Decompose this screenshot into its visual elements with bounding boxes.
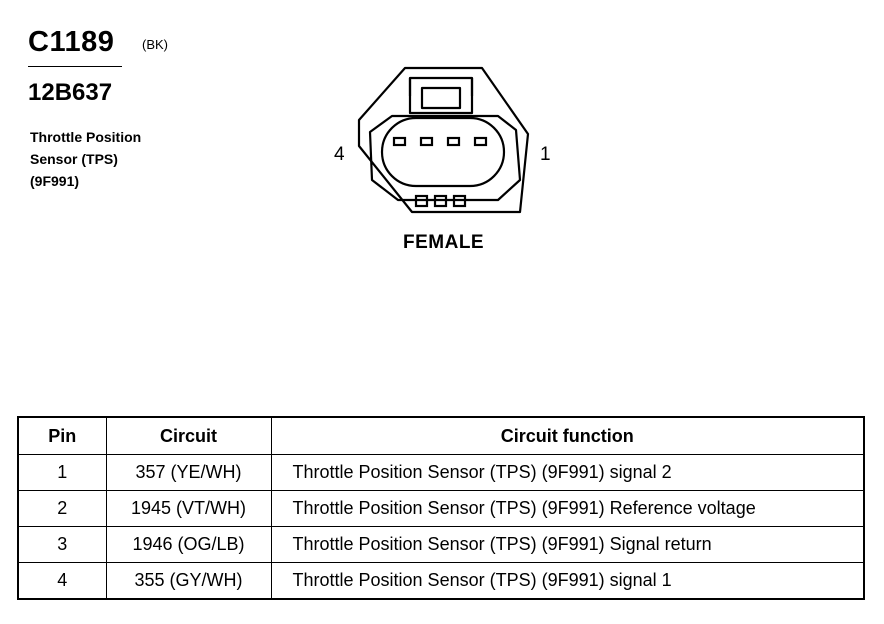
table-row: 2 1945 (VT/WH) Throttle Position Sensor … bbox=[17, 490, 865, 527]
header-function: Circuit function bbox=[270, 416, 865, 455]
connector-face-diagram bbox=[357, 66, 530, 214]
function-cell: Throttle Position Sensor (TPS) (9F991) S… bbox=[270, 526, 865, 563]
description-line: Throttle Position bbox=[30, 129, 142, 145]
circuit-cell: 1945 (VT/WH) bbox=[105, 490, 272, 527]
locking-tab-inner bbox=[420, 86, 462, 110]
table-header-row: Pin Circuit Circuit function bbox=[17, 416, 865, 455]
table-row: 4 355 (GY/WH) Throttle Position Sensor (… bbox=[17, 562, 865, 600]
function-cell: Throttle Position Sensor (TPS) (9F991) s… bbox=[270, 454, 865, 491]
circuit-cell: 355 (GY/WH) bbox=[105, 562, 272, 600]
header-divider bbox=[28, 66, 122, 67]
connector-description: Throttle Position Sensor (TPS) (9F991) bbox=[30, 126, 141, 192]
pin-label-1: 1 bbox=[540, 144, 551, 165]
function-cell: Throttle Position Sensor (TPS) (9F991) s… bbox=[270, 562, 865, 600]
table-row: 1 357 (YE/WH) Throttle Position Sensor (… bbox=[17, 454, 865, 491]
connector-color-code: (BK) bbox=[142, 37, 168, 52]
description-line: Sensor (TPS) bbox=[30, 151, 118, 167]
terminal-cavity-4 bbox=[392, 136, 407, 147]
pin-cell: 3 bbox=[17, 526, 107, 563]
keying-slot bbox=[452, 194, 467, 208]
terminal-cavity-2 bbox=[446, 136, 461, 147]
keying-slot bbox=[433, 194, 448, 208]
description-line: (9F991) bbox=[30, 173, 80, 189]
pin-cell: 2 bbox=[17, 490, 107, 527]
table-row: 3 1946 (OG/LB) Throttle Position Sensor … bbox=[17, 526, 865, 563]
connector-view-label: FEMALE bbox=[403, 232, 485, 253]
keying-slot bbox=[414, 194, 429, 208]
connector-housing bbox=[357, 66, 530, 214]
header-pin: Pin bbox=[17, 416, 107, 455]
pin-cell: 1 bbox=[17, 454, 107, 491]
pin-label-4: 4 bbox=[334, 144, 345, 165]
part-number: 12B637 bbox=[28, 79, 113, 106]
locking-tab-notch bbox=[408, 78, 474, 96]
inner-cavity bbox=[368, 114, 522, 202]
pinout-table: Pin Circuit Circuit function 1 357 (YE/W… bbox=[17, 416, 865, 600]
terminal-cavity-1 bbox=[473, 136, 488, 147]
header-circuit: Circuit bbox=[105, 416, 272, 455]
pin-insert bbox=[380, 116, 506, 188]
circuit-cell: 1946 (OG/LB) bbox=[105, 526, 272, 563]
circuit-cell: 357 (YE/WH) bbox=[105, 454, 272, 491]
terminal-cavity-3 bbox=[419, 136, 434, 147]
connector-id: C1189 bbox=[28, 26, 115, 58]
locking-tab bbox=[408, 76, 474, 115]
pin-cell: 4 bbox=[17, 562, 107, 600]
function-cell: Throttle Position Sensor (TPS) (9F991) R… bbox=[270, 490, 865, 527]
